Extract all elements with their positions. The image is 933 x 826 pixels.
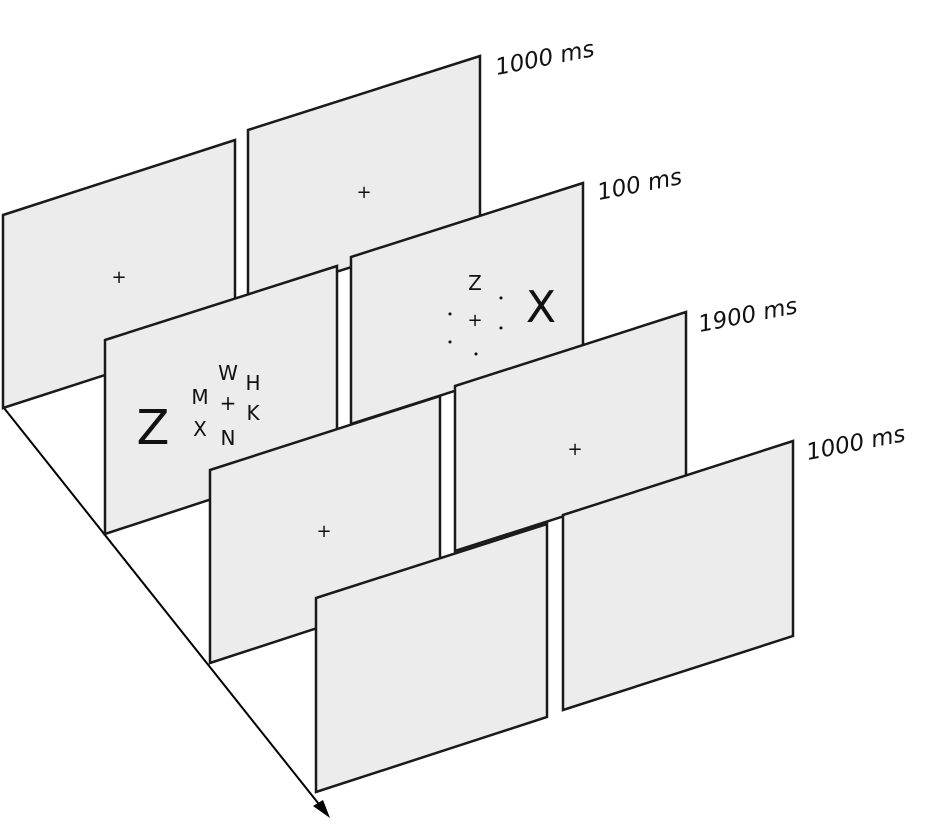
- letter-w: W: [218, 361, 238, 385]
- dot-bottom: •: [473, 348, 480, 361]
- letter-z-small: Z: [468, 271, 482, 295]
- duration-label-2: 100 ms: [595, 164, 684, 206]
- center-cross-right: +: [467, 310, 482, 331]
- fixation-cross-right-1: +: [356, 182, 371, 203]
- letter-m: M: [191, 385, 208, 409]
- dot-lower-left: •: [447, 336, 454, 349]
- duration-label-4: 1000 ms: [804, 421, 907, 466]
- time-axis-arrowhead: [313, 800, 330, 818]
- frame-row-4: 1000 ms: [314, 421, 908, 794]
- letter-x: X: [193, 417, 207, 441]
- frame-right-row-4: [561, 439, 795, 712]
- time-axis-line: [3, 407, 323, 809]
- letter-k: K: [246, 401, 260, 425]
- dot-upper-right: •: [498, 292, 505, 305]
- frame-left-row-4: [314, 522, 549, 794]
- dot-left: •: [447, 308, 454, 321]
- fixation-cross-right-3: +: [567, 439, 582, 460]
- letter-center-cross: +: [220, 391, 237, 415]
- timeline: [3, 407, 330, 818]
- fixation-cross-left-1: +: [111, 267, 126, 288]
- letter-h: H: [245, 371, 260, 395]
- duration-label-3: 1900 ms: [696, 293, 799, 338]
- duration-label-1: 1000 ms: [493, 36, 596, 81]
- dot-right: •: [498, 322, 505, 335]
- target-letter-left: Z: [137, 400, 170, 456]
- fixation-cross-left-3: +: [316, 521, 331, 542]
- letter-n: N: [221, 426, 236, 450]
- target-letter-right: X: [526, 282, 556, 333]
